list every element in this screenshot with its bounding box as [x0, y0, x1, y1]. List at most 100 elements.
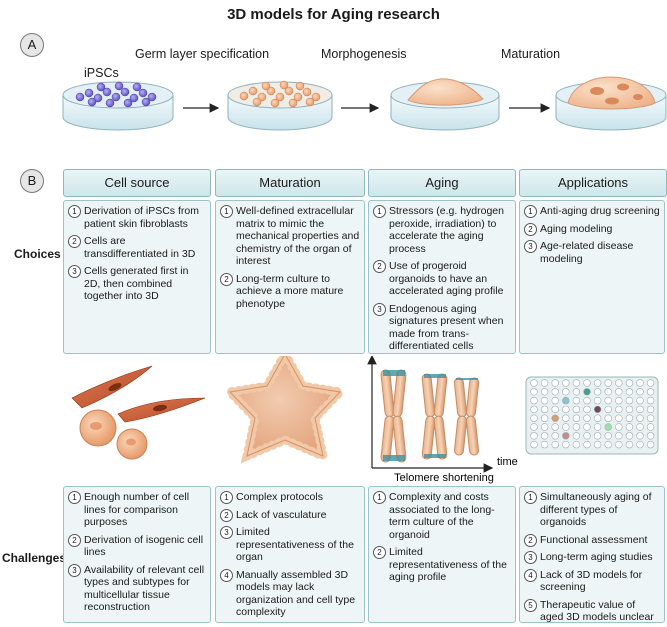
well — [551, 405, 559, 414]
well — [562, 440, 570, 449]
stage-germ-layer: Germ layer specification — [135, 47, 270, 61]
well — [646, 423, 655, 431]
well — [540, 423, 549, 431]
well — [593, 396, 602, 405]
panel-b-illustrations: time Telomere shortening — [71, 356, 659, 484]
well — [593, 379, 602, 387]
well — [530, 432, 538, 440]
well — [636, 432, 644, 440]
well — [583, 440, 591, 449]
well — [540, 388, 549, 396]
well — [593, 388, 602, 396]
well — [551, 423, 559, 431]
stage-maturation: Maturation — [501, 47, 561, 61]
column-header-maturation: Maturation — [215, 169, 365, 197]
well — [562, 405, 570, 414]
well — [551, 414, 559, 422]
well — [583, 388, 591, 396]
well — [615, 432, 623, 440]
time-axis-label: time — [497, 456, 518, 468]
well — [530, 440, 538, 449]
well — [604, 388, 612, 396]
well — [625, 432, 634, 440]
well — [646, 405, 655, 414]
well — [530, 379, 538, 387]
well — [604, 396, 612, 405]
column-header-applications: Applications — [519, 169, 667, 197]
well — [625, 388, 634, 396]
well — [646, 440, 655, 449]
well — [646, 388, 655, 396]
well — [562, 414, 570, 422]
well — [646, 396, 655, 405]
panel-b-label: B — [20, 169, 44, 193]
well — [562, 379, 570, 387]
telomere-caption: Telomere shortening — [394, 472, 494, 484]
well — [551, 379, 559, 387]
well — [562, 423, 570, 431]
well — [636, 423, 644, 431]
well — [636, 405, 644, 414]
well — [625, 440, 634, 449]
well — [593, 440, 602, 449]
well — [551, 388, 559, 396]
well — [636, 388, 644, 396]
well — [583, 396, 591, 405]
well — [604, 423, 612, 431]
well — [572, 405, 581, 414]
well — [540, 396, 549, 405]
well — [551, 396, 559, 405]
well — [636, 414, 644, 422]
well — [625, 414, 634, 422]
well — [593, 414, 602, 422]
well — [604, 379, 612, 387]
panel-a-illustration — [62, 76, 667, 131]
well — [636, 396, 644, 405]
well — [583, 423, 591, 431]
well — [583, 405, 591, 414]
well — [551, 432, 559, 440]
dish-maturation — [555, 76, 667, 131]
well — [604, 432, 612, 440]
well — [530, 388, 538, 396]
dish-germ-layer — [227, 80, 333, 131]
stage-ipscs: iPSCs — [84, 66, 119, 80]
well — [583, 379, 591, 387]
well — [583, 432, 591, 440]
well-plate — [525, 376, 659, 455]
chromosome-2 — [421, 373, 448, 460]
chromosome-1 — [380, 369, 407, 463]
well — [615, 423, 623, 431]
well — [593, 432, 602, 440]
well — [646, 379, 655, 387]
panel-a-label: A — [20, 33, 44, 57]
dish-morphogenesis — [390, 78, 500, 131]
column-header-cell-source: Cell source — [63, 169, 211, 197]
well — [615, 405, 623, 414]
well — [572, 396, 581, 405]
well — [604, 405, 612, 414]
row-label-choices: Choices — [14, 247, 61, 261]
well — [540, 405, 549, 414]
well — [572, 379, 581, 387]
stage-morphogenesis: Morphogenesis — [321, 47, 407, 61]
well — [540, 414, 549, 422]
